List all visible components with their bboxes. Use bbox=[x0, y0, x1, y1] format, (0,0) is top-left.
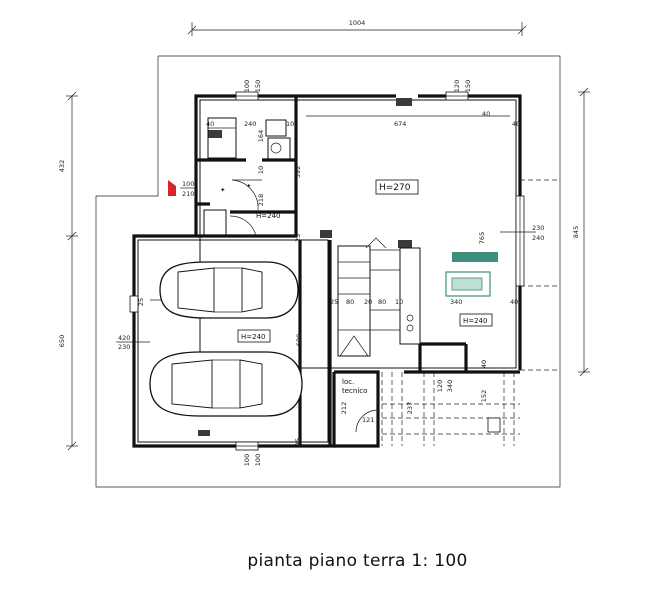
dim-right-win-240: 240 bbox=[532, 234, 544, 242]
plan-title: pianta piano terra 1: 100 bbox=[247, 551, 468, 571]
right-dimension: 845 bbox=[572, 87, 590, 377]
dim-living-40-right: 40 bbox=[512, 120, 520, 128]
stairs: 25 80 20 80 10 25 bbox=[294, 230, 412, 357]
lot-boundary bbox=[95, 55, 561, 488]
dim-bath-392: 392 bbox=[294, 166, 302, 178]
sink-icon bbox=[270, 142, 282, 154]
dim-top-total: 1004 bbox=[349, 19, 366, 27]
dim-bath-10b: 10 bbox=[257, 166, 265, 174]
dim-bath-240: 240 bbox=[244, 120, 256, 128]
dim-porch-152: 152 bbox=[480, 390, 488, 402]
kitchen: 340 40 H=240 bbox=[399, 247, 518, 345]
dim-door-210: 210 bbox=[182, 190, 194, 198]
dim-porch-340: 340 bbox=[446, 380, 454, 392]
vent-garage bbox=[198, 430, 210, 436]
dim-left-top: 432 bbox=[58, 160, 66, 172]
dim-garage-600: 600 bbox=[295, 334, 303, 346]
dim-living-765: 765 bbox=[478, 232, 486, 244]
vent-bath bbox=[208, 130, 222, 138]
living-height: H=270 bbox=[379, 183, 411, 193]
dim-door-100: 100 bbox=[182, 180, 194, 188]
entry: 100 210 bbox=[168, 180, 196, 198]
tech-room-line2: tecnico bbox=[342, 387, 367, 395]
dim-garage-420: 420 bbox=[118, 334, 130, 342]
dim-kitchen-340: 340 bbox=[450, 298, 462, 306]
dim-stair-20: 20 bbox=[364, 298, 372, 306]
entry-arrow-icon bbox=[168, 180, 176, 196]
fan-icon: ✦ bbox=[246, 182, 252, 190]
dim-garage-25-mid: 25 bbox=[330, 298, 338, 306]
dim-garage-25-left: 25 bbox=[137, 298, 145, 306]
car-bottom-icon bbox=[149, 351, 303, 417]
window-top-mid bbox=[396, 98, 412, 106]
technical-room: loc. tecnico 212 121 237 bbox=[334, 370, 414, 448]
dim-kitchen-40: 40 bbox=[510, 298, 518, 306]
stove-icon bbox=[406, 314, 414, 322]
dim-stair-25: 25 bbox=[294, 234, 302, 242]
fan-icon-2: ✦ bbox=[220, 186, 226, 194]
dim-garage-230: 230 bbox=[118, 343, 130, 351]
bathroom: H=240 40 240 10 164 10 392 218 ✦ ✦ bbox=[196, 117, 302, 237]
dim-garage-25-bottom: 25 bbox=[294, 438, 302, 446]
dim-right-total: 845 bbox=[572, 226, 580, 238]
dim-living-40-top: 40 bbox=[482, 110, 490, 118]
left-dimension: 432 650 bbox=[58, 91, 78, 451]
living-room: 674 40 40 H=270 765 230 240 bbox=[306, 110, 560, 287]
dim-win-top-right-a: 120 bbox=[453, 80, 461, 92]
dim-win-top-left-b: 150 bbox=[254, 80, 262, 92]
dim-win-bottom-a: 100 bbox=[243, 454, 251, 466]
dim-win-top-left-a: 100 bbox=[243, 80, 251, 92]
window-garage-left bbox=[129, 295, 139, 313]
porch: 120 340 152 40 bbox=[381, 342, 560, 446]
dim-porch-120: 120 bbox=[436, 380, 444, 392]
dim-bath-218: 218 bbox=[257, 194, 265, 206]
dim-right-win-230: 230 bbox=[532, 224, 544, 232]
dim-porch-40: 40 bbox=[480, 360, 488, 368]
dim-stair-10: 10 bbox=[395, 298, 403, 306]
dim-stair-80b: 80 bbox=[378, 298, 386, 306]
top-dimension: 1004 bbox=[187, 19, 527, 36]
dim-tech-212: 212 bbox=[340, 402, 348, 414]
kitchen-height: H=240 bbox=[463, 317, 488, 325]
kitchen-island-top bbox=[452, 252, 498, 262]
garage-height: H=240 bbox=[241, 333, 266, 341]
dim-bath-164: 164 bbox=[257, 130, 265, 142]
dim-stair-80a: 80 bbox=[346, 298, 354, 306]
dim-bath-40: 40 bbox=[206, 120, 214, 128]
dim-tech-121: 121 bbox=[362, 416, 374, 424]
dim-tech-237: 237 bbox=[406, 402, 414, 414]
car-top-icon bbox=[159, 261, 299, 319]
dim-win-bottom-b: 100 bbox=[254, 454, 262, 466]
dim-left-bottom: 650 bbox=[58, 335, 66, 347]
dim-bath-10a: 10 bbox=[286, 120, 294, 128]
garage: 25 570 600 420 230 H=240 25 bbox=[116, 261, 303, 446]
dim-win-top-right-b: 150 bbox=[464, 80, 472, 92]
bath-height: H=240 bbox=[256, 212, 281, 220]
dim-living-674: 674 bbox=[394, 120, 406, 128]
tech-room-line1: loc. bbox=[342, 378, 354, 386]
